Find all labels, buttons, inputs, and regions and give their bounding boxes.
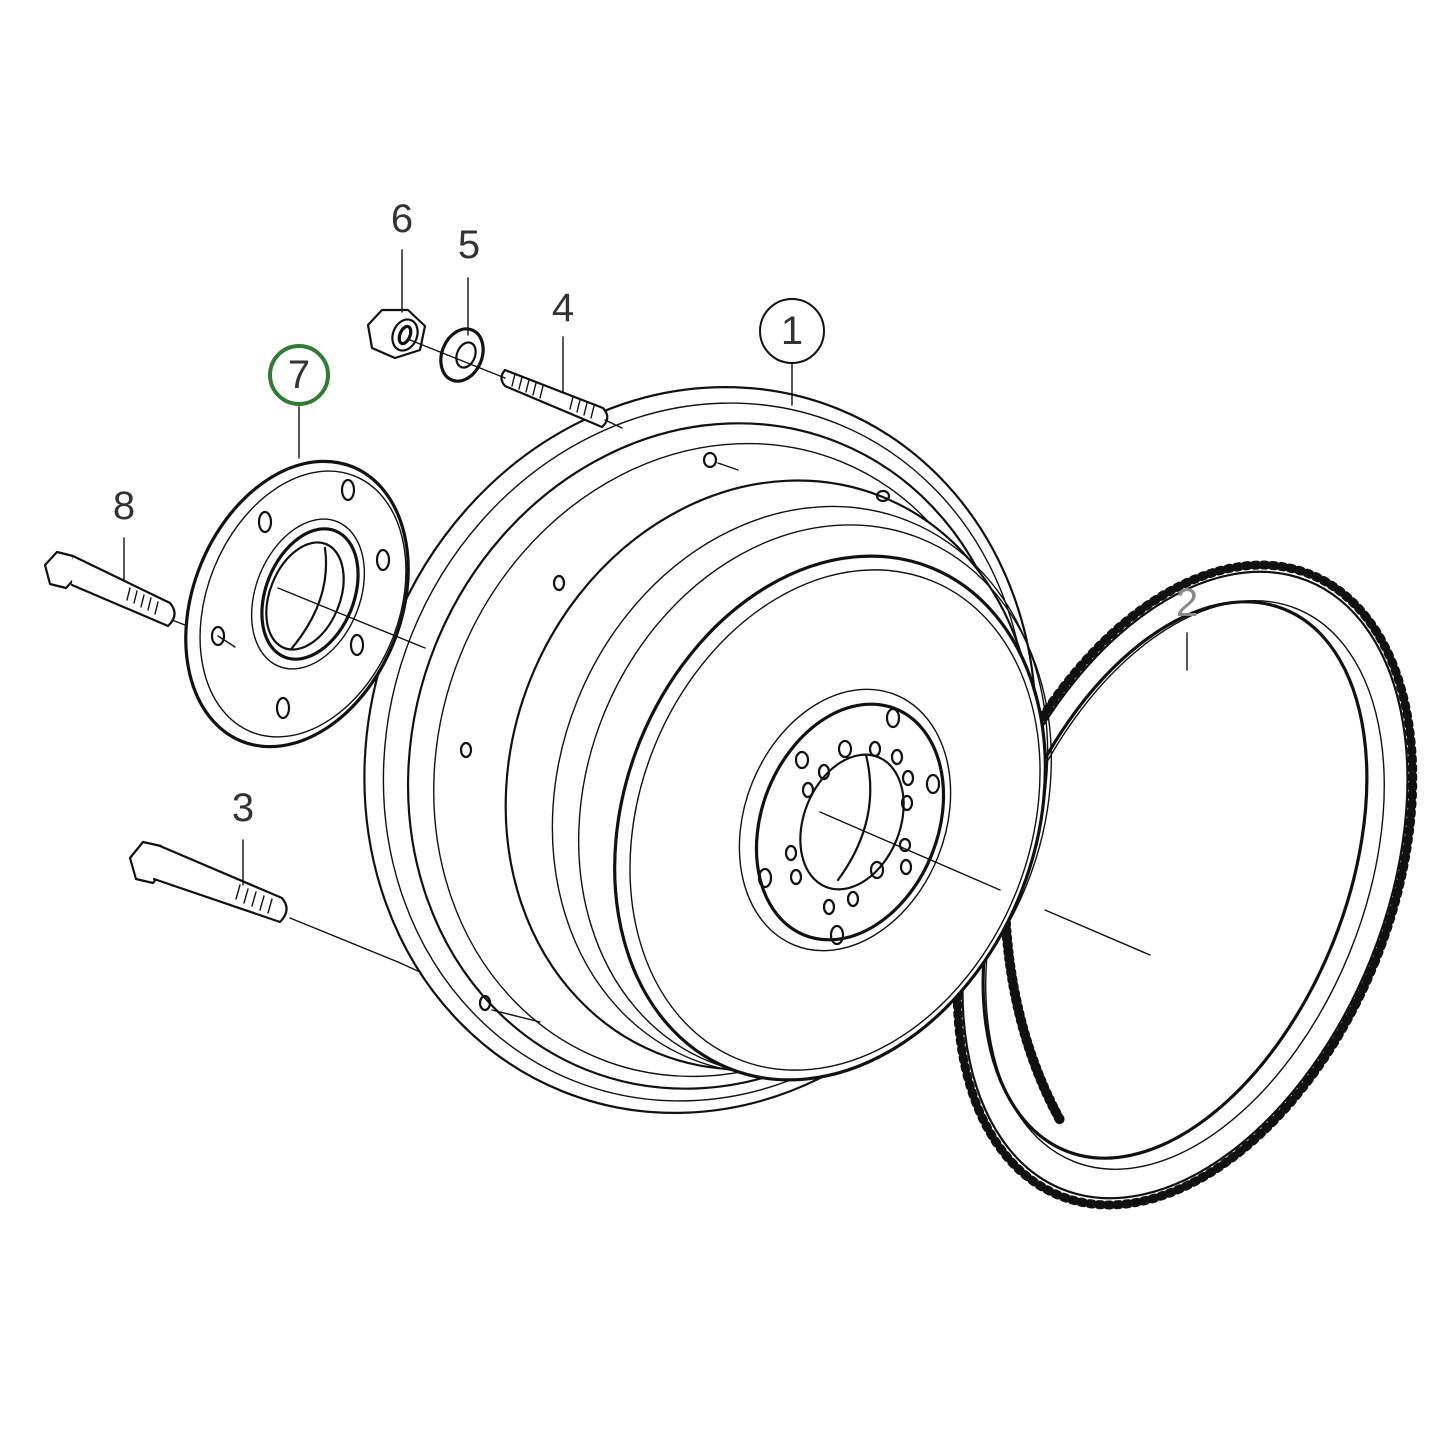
- stud-axis-line: [409, 339, 506, 379]
- washer[interactable]: [433, 322, 490, 387]
- stud[interactable]: [500, 368, 609, 429]
- callout-8[interactable]: 8: [112, 484, 136, 528]
- callout-5[interactable]: 5: [457, 223, 481, 267]
- adapter-plate[interactable]: [145, 428, 449, 780]
- callout-7-highlight-ring: [268, 344, 330, 406]
- callout-3[interactable]: 3: [231, 786, 255, 830]
- callout-2[interactable]: 2: [1175, 581, 1199, 625]
- flange-bolt-holes: [459, 451, 891, 1012]
- ring-gear-axis-line: [1044, 909, 1151, 956]
- plate-bolt[interactable]: [43, 550, 176, 628]
- callout-1-ring: [759, 298, 825, 364]
- hub-bolt-holes: [757, 707, 941, 946]
- nut[interactable]: [366, 308, 427, 360]
- callout-6[interactable]: 6: [390, 197, 414, 241]
- callout-1[interactable]: 1: [780, 309, 804, 353]
- callout-4[interactable]: 4: [551, 286, 575, 330]
- plate-axis-line: [277, 587, 426, 649]
- bolt-3-axis-line: [289, 917, 399, 963]
- leader-lines: [123, 249, 1188, 886]
- flywheel[interactable]: [256, 285, 1144, 1215]
- flywheel-bolt[interactable]: [128, 840, 288, 924]
- flywheel-axis-line: [819, 811, 1001, 891]
- callout-7[interactable]: 7: [287, 353, 311, 397]
